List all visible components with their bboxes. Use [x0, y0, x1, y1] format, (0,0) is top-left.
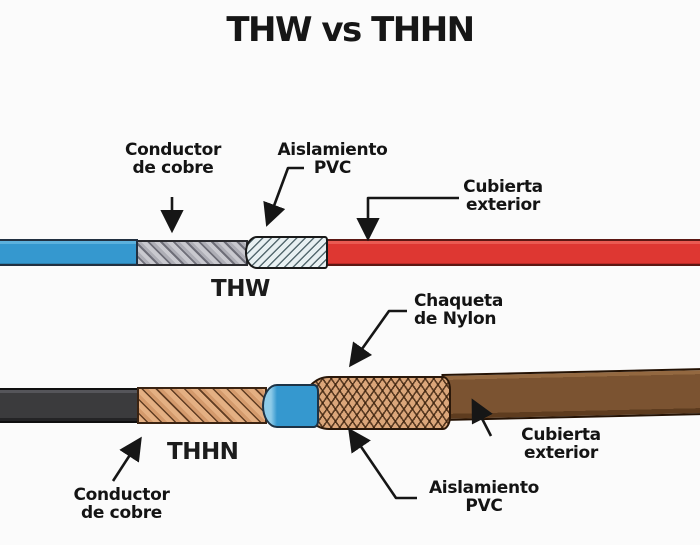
thhn-outer-jacket-brown [441, 368, 700, 421]
thw-jacket-label: Cubierta exterior [452, 178, 554, 214]
thw-outer-jacket-red [326, 239, 700, 266]
thhn-nylon-braid [303, 376, 451, 430]
thw-insulation-label-line1: Aislamiento [277, 140, 388, 160]
thhn-insulation-label: Aislamiento PVC [423, 479, 545, 515]
thhn-nylon-label: Chaqueta de Nylon [414, 292, 524, 328]
thw-wire-name: THW [211, 276, 270, 302]
thw-jacket-label-line1: Cubierta [463, 177, 543, 197]
thhn-jacket-label-line1: Cubierta [521, 425, 601, 445]
thhn-jacket-label-line2: exterior [523, 443, 599, 463]
thw-jacket-arrow [356, 196, 459, 242]
thw-copper-conductor [136, 240, 248, 266]
thhn-wire-name: THHN [167, 439, 239, 465]
thhn-conductor-label-line2: de cobre [80, 503, 163, 523]
thw-jacket-label-line2: exterior [465, 195, 541, 215]
thhn-conductor-arrow [111, 436, 142, 482]
thw-conductor-label-line2: de cobre [132, 158, 214, 178]
thhn-pvc-insulation [262, 384, 319, 428]
thhn-conductor-label: Conductor de cobre [64, 486, 179, 522]
page-title: THW vs THHN [226, 10, 475, 50]
thhn-gray-sheath [0, 388, 139, 423]
thw-insulation-label: Aislamiento PVC [270, 141, 395, 177]
thw-conductor-label: Conductor de cobre [108, 141, 238, 177]
thhn-jacket-label: Cubierta exterior [511, 426, 611, 462]
thhn-nylon-label-line2: de Nylon [414, 309, 497, 329]
thhn-conductor-label-line1: Conductor [73, 485, 170, 505]
thw-conductor-label-line1: Conductor [124, 140, 222, 160]
thw-insulation-label-line2: PVC [313, 158, 352, 178]
thhn-insulation-label-line1: Aislamiento [428, 478, 540, 498]
thw-blue-sheath [0, 239, 138, 266]
thhn-nylon-arrow [348, 309, 407, 368]
thhn-copper-conductor [137, 387, 267, 424]
thhn-insulation-label-line2: PVC [465, 496, 503, 516]
thhn-nylon-label-line1: Chaqueta [414, 291, 504, 311]
thhn-insulation-arrow [348, 427, 417, 500]
thw-pvc-insulation [245, 236, 328, 269]
